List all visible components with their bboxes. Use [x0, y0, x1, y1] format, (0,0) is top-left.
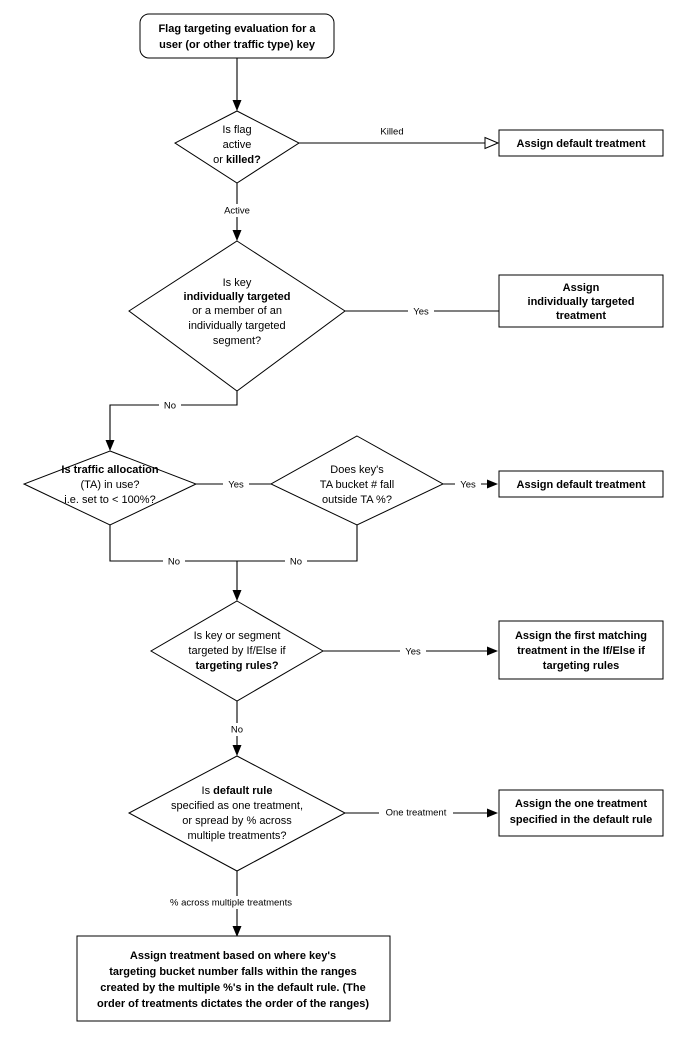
- edge-label-no-ta-text: No: [168, 557, 180, 568]
- decision-default-line-1: Is default rule: [202, 785, 273, 797]
- node-decision-ta-bucket: Does key's TA bucket # fall outside TA %…: [269, 435, 445, 526]
- edge-bucket-no-merge: [237, 525, 358, 562]
- decision-ifelse-line-2: targeted by If/Else if: [188, 645, 286, 657]
- node-assign-first-matching: Assign the first matching treatment in t…: [498, 620, 664, 680]
- edge-label-yes-ifelse-text: Yes: [405, 647, 421, 658]
- edge-label-pct-across: % across multiple treatments: [156, 896, 306, 909]
- edge-label-no-ifelse: No: [226, 723, 248, 736]
- edge-label-active-text: Active: [224, 206, 250, 217]
- node-assign-default-treatment-1: Assign default treatment: [498, 129, 664, 157]
- assign-by-range-line-4: order of treatments dictates the order o…: [97, 998, 369, 1010]
- decision-flag-active-line-1: Is flag: [222, 124, 251, 136]
- decision-individual-line-2: individually targeted: [184, 291, 291, 303]
- decision-ta-line-3: i.e. set to < 100%?: [64, 494, 155, 506]
- assign-default-2-label: Assign default treatment: [517, 479, 646, 491]
- assign-one-treatment-shape: [498, 789, 664, 837]
- edge-label-no-ifelse-text: No: [231, 725, 243, 736]
- node-assign-one-treatment: Assign the one treatment specified in th…: [498, 789, 664, 837]
- edge-merge-to-ifelse: [232, 561, 242, 601]
- edge-label-one-treatment: One treatment: [379, 806, 453, 819]
- edge-label-no-individual: No: [159, 399, 181, 412]
- assign-individual-line-2: individually targeted: [528, 296, 635, 308]
- decision-flag-active-line-2: active: [223, 139, 252, 151]
- assign-by-range-shape: [76, 935, 391, 1022]
- decision-individual-line-5: segment?: [213, 335, 261, 347]
- edge-label-no-individual-text: No: [164, 401, 176, 412]
- edge-ta-no-merge: [109, 525, 237, 562]
- assign-first-matching-line-2: treatment in the If/Else if: [517, 645, 645, 657]
- decision-default-line-2: specified as one treatment,: [171, 800, 303, 812]
- start-shape: [139, 13, 335, 59]
- decision-bucket-line-1: Does key's: [330, 464, 384, 476]
- node-decision-ifelse-rules: Is key or segment targeted by If/Else if…: [150, 600, 324, 702]
- edge-label-yes-bucket: Yes: [455, 478, 481, 491]
- decision-traffic-allocation-shape: [22, 450, 198, 526]
- node-decision-flag-active: Is flag active or killed?: [174, 110, 300, 184]
- edge-start-to-flag-active: [232, 58, 242, 111]
- decision-individual-line-1: Is key: [223, 277, 252, 289]
- start-line-2: user (or other traffic type) key: [159, 39, 316, 51]
- decision-ifelse-line-1: Is key or segment: [194, 630, 281, 642]
- decision-bucket-line-3: outside TA %?: [322, 494, 392, 506]
- edge-label-yes-bucket-text: Yes: [460, 480, 476, 491]
- edge-label-one-treatment-text: One treatment: [386, 808, 447, 819]
- decision-flag-active-shape: [174, 110, 300, 184]
- decision-individual-line-4: individually targeted: [188, 320, 285, 332]
- start-line-1: Flag targeting evaluation for a: [158, 23, 316, 35]
- edge-label-active: Active: [218, 204, 256, 217]
- decision-default-rule-shape: [127, 755, 347, 872]
- edge-label-yes-ta-text: Yes: [228, 480, 244, 491]
- assign-one-treatment-line-2: specified in the default rule: [510, 814, 652, 826]
- assign-individual-shape: [498, 274, 664, 328]
- assign-by-range-line-1: Assign treatment based on where key's: [130, 950, 336, 962]
- assign-first-matching-line-1: Assign the first matching: [515, 630, 647, 642]
- edge-label-yes-ta: Yes: [223, 478, 249, 491]
- decision-individual-line-3: or a member of an: [192, 305, 282, 317]
- edge-label-killed: Killed: [374, 125, 410, 138]
- assign-first-matching-line-3: targeting rules: [543, 660, 619, 672]
- node-decision-traffic-allocation: Is traffic allocation (TA) in use? i.e. …: [22, 450, 198, 526]
- node-decision-individually-targeted: Is key individually targeted or a member…: [128, 240, 346, 392]
- assign-individual-line-3: treatment: [556, 310, 606, 322]
- edge-label-no-bucket-text: No: [290, 557, 302, 568]
- decision-flag-active-line-3: or killed?: [213, 154, 261, 166]
- decision-individually-targeted-shape: [128, 240, 346, 392]
- decision-ifelse-line-3: targeting rules?: [195, 660, 278, 672]
- edge-label-no-ta: No: [163, 555, 185, 568]
- edge-label-yes-ifelse: Yes: [400, 645, 426, 658]
- node-assign-default-treatment-2: Assign default treatment: [498, 470, 664, 498]
- edge-flag-active-killed: [299, 136, 500, 150]
- assign-by-range-line-3: created by the multiple %'s in the defau…: [100, 982, 365, 994]
- assign-one-treatment-line-1: Assign the one treatment: [515, 798, 647, 810]
- edge-label-yes-individual-text: Yes: [413, 307, 429, 318]
- assign-default-2-shape: [498, 470, 664, 498]
- edge-label-pct-across-text: % across multiple treatments: [170, 898, 292, 909]
- edge-label-no-bucket: No: [285, 555, 307, 568]
- assign-default-1-shape: [498, 129, 664, 157]
- decision-ta-line-1: Is traffic allocation: [61, 464, 158, 476]
- assign-by-range-line-2: targeting bucket number falls within the…: [109, 966, 357, 978]
- node-assign-by-range: Assign treatment based on where key's ta…: [76, 935, 391, 1022]
- edge-label-killed-text: Killed: [380, 127, 403, 138]
- edge-label-yes-individual: Yes: [408, 305, 434, 318]
- node-decision-default-rule: Is default rule specified as one treatme…: [127, 755, 347, 872]
- assign-default-1-label: Assign default treatment: [517, 138, 646, 150]
- decision-ta-line-2: (TA) in use?: [80, 479, 139, 491]
- assign-first-matching-shape: [498, 620, 664, 680]
- node-assign-individually-targeted: Assign individually targeted treatment: [498, 274, 664, 328]
- decision-ta-bucket-shape: [269, 435, 445, 526]
- decision-ifelse-shape: [150, 600, 324, 702]
- node-start: Flag targeting evaluation for a user (or…: [139, 13, 335, 59]
- decision-bucket-line-2: TA bucket # fall: [320, 479, 394, 491]
- decision-default-line-4: multiple treatments?: [187, 830, 286, 842]
- decision-default-line-3: or spread by % across: [182, 815, 292, 827]
- assign-individual-line-1: Assign: [563, 282, 600, 294]
